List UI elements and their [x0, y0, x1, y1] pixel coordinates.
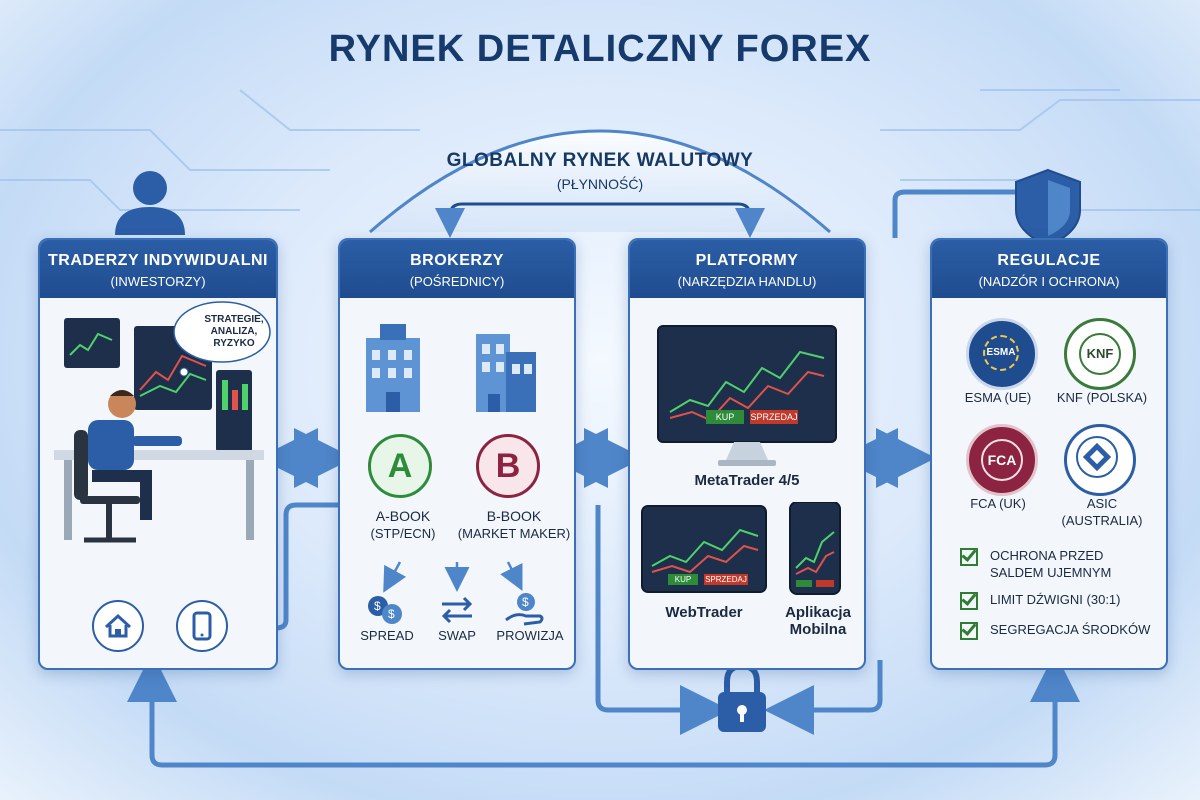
fca-seal-text: FCA [981, 439, 1023, 481]
checkmark-icon [960, 548, 978, 566]
person-icon [115, 171, 185, 235]
panel-regulations-subtitle: (NADZÓR I OCHRONA) [978, 274, 1120, 289]
a-book-subtitle: (STP/ECN) [370, 526, 436, 541]
checkmark-icon [960, 592, 978, 610]
panel-traders-title: TRADERZY INDYWIDUALNI [48, 252, 268, 269]
hand-coin-icon: $ [505, 593, 544, 626]
shield-icon [1015, 168, 1081, 248]
lock-icon [718, 662, 766, 732]
a-book-badge: A [368, 434, 432, 498]
check-3-text: SEGREGACJA ŚRODKÓW [990, 622, 1151, 637]
metatrader-label: MetaTrader 4/5 [694, 472, 800, 489]
check-1-line-2: SALDEM UJEMNYM [990, 565, 1112, 580]
esma-seal-text: ESMA [983, 335, 1019, 371]
metatrader-monitor [657, 325, 837, 466]
fee-spread: SPREAD [360, 628, 414, 643]
check-2-text: LIMIT DŹWIGNI (30:1) [990, 592, 1121, 607]
mobile-app-line-2: Mobilna [789, 621, 847, 638]
panel-brokers-header: BROKERZY (POŚREDNICY) [340, 240, 574, 298]
b-book-subtitle: (MARKET MAKER) [457, 526, 571, 541]
asic-label-line-1: ASIC [1086, 496, 1118, 511]
esma-label: ESMA (UE) [964, 390, 1032, 405]
panel-brokers: BROKERZY (POŚREDNICY) A B A-BOOK [338, 238, 576, 670]
fee-commission: PROWIZJA [496, 628, 564, 643]
panel-traders-subtitle: (INWESTORZY) [110, 274, 206, 289]
knf-label: KNF (POLSKA) [1056, 390, 1148, 405]
panel-regulations: REGULACJE (NADZÓR I OCHRONA) ESMA KNF ES… [930, 238, 1168, 670]
b-book-title: B-BOOK [486, 508, 542, 524]
asic-emblem-icon [1076, 436, 1118, 478]
page-title: RYNEK DETALICZNY FOREX [328, 28, 872, 70]
sell-button-small: SPRZEDAJ [704, 574, 748, 585]
bubble-line-1: STRATEGIE, [204, 314, 264, 325]
building-icon-2 [476, 334, 536, 412]
panel-platforms: PLATFORMY (NARZĘDZIA HANDLU) KUP SPRZEDA… [628, 238, 866, 670]
b-book-badge: B [476, 434, 540, 498]
global-market-label: GLOBALNY RYNEK WALUTOWY (PŁYNNOŚĆ) [0, 150, 1200, 192]
loop-lines [149, 189, 1058, 768]
trader-thought-bubble: STRATEGIE, ANALIZA, RYZYKO [202, 314, 266, 350]
svg-text:$: $ [388, 607, 395, 621]
webtrader-label: WebTrader [665, 604, 743, 621]
panel-brokers-title: BROKERZY [410, 252, 504, 269]
panel-regulations-title: REGULACJE [997, 252, 1101, 269]
swap-arrows-icon [441, 596, 473, 624]
smartphone-icon [176, 600, 228, 652]
a-book-label: A-BOOK (STP/ECN) [348, 508, 458, 541]
panel-platforms-title: PLATFORMY [695, 252, 799, 269]
check-negative-balance: OCHRONA PRZED SALDEM UJEMNYM [960, 548, 1111, 580]
coins-icon: $ $ [368, 596, 402, 624]
building-icon [366, 324, 420, 412]
panel-brokers-subtitle: (POŚREDNICY) [409, 274, 505, 289]
mobile-app-label: Aplikacja Mobilna [778, 604, 858, 638]
home-icon [92, 600, 144, 652]
svg-text:$: $ [522, 595, 529, 609]
asic-label-line-2: (AUSTRALIA) [1061, 513, 1143, 528]
checkmark-icon [960, 622, 978, 640]
panel-platforms-header: PLATFORMY (NARZĘDZIA HANDLU) [630, 240, 864, 298]
arrow-to-platforms [600, 202, 765, 238]
fee-swap: SWAP [438, 628, 476, 643]
check-leverage-limit: LIMIT DŹWIGNI (30:1) [960, 592, 1121, 610]
a-book-title: A-BOOK [375, 508, 431, 524]
knf-seal-text: KNF [1079, 333, 1121, 375]
bubble-line-3: RYZYKO [213, 338, 255, 349]
arrow-to-brokers [435, 202, 600, 238]
fca-label: FCA (UK) [970, 496, 1026, 511]
fca-seal-icon: FCA [966, 424, 1038, 496]
bubble-line-2: ANALIZA, [210, 326, 258, 337]
webtrader-and-mobile-devices [641, 502, 841, 595]
trader-desk-illustration [54, 301, 271, 543]
knf-seal-icon: KNF [1064, 318, 1136, 390]
fee-icons: $ $ $ [368, 561, 544, 626]
panel-platforms-subtitle: (NARZĘDZIA HANDLU) [677, 274, 817, 289]
mobile-app-line-1: Aplikacja [785, 604, 851, 621]
check-1-line-1: OCHRONA PRZED [990, 548, 1104, 563]
global-market-subtitle: (PŁYNNOŚĆ) [556, 176, 644, 192]
sell-button-large: SPRZEDAJ [750, 410, 798, 424]
check-fund-segregation: SEGREGACJA ŚRODKÓW [960, 622, 1150, 640]
svg-text:$: $ [374, 599, 381, 613]
b-book-label: B-BOOK (MARKET MAKER) [454, 508, 574, 541]
market-arch [369, 129, 831, 234]
asic-label: ASIC (AUSTRALIA) [1046, 496, 1158, 528]
panel-regulations-header: REGULACJE (NADZÓR I OCHRONA) [932, 240, 1166, 298]
panel-traders: TRADERZY INDYWIDUALNI (INWESTORZY) [38, 238, 278, 670]
down-arrows [383, 561, 523, 593]
circuit-lines [0, 89, 1200, 211]
buy-button-small: KUP [668, 574, 698, 585]
esma-seal-icon: ESMA [966, 318, 1038, 390]
global-market-title: GLOBALNY RYNEK WALUTOWY [446, 150, 754, 171]
bank-buildings-icons [366, 324, 536, 412]
buy-button-large: KUP [706, 410, 744, 424]
panel-traders-header: TRADERZY INDYWIDUALNI (INWESTORZY) [40, 240, 276, 298]
asic-seal-icon [1064, 424, 1136, 496]
